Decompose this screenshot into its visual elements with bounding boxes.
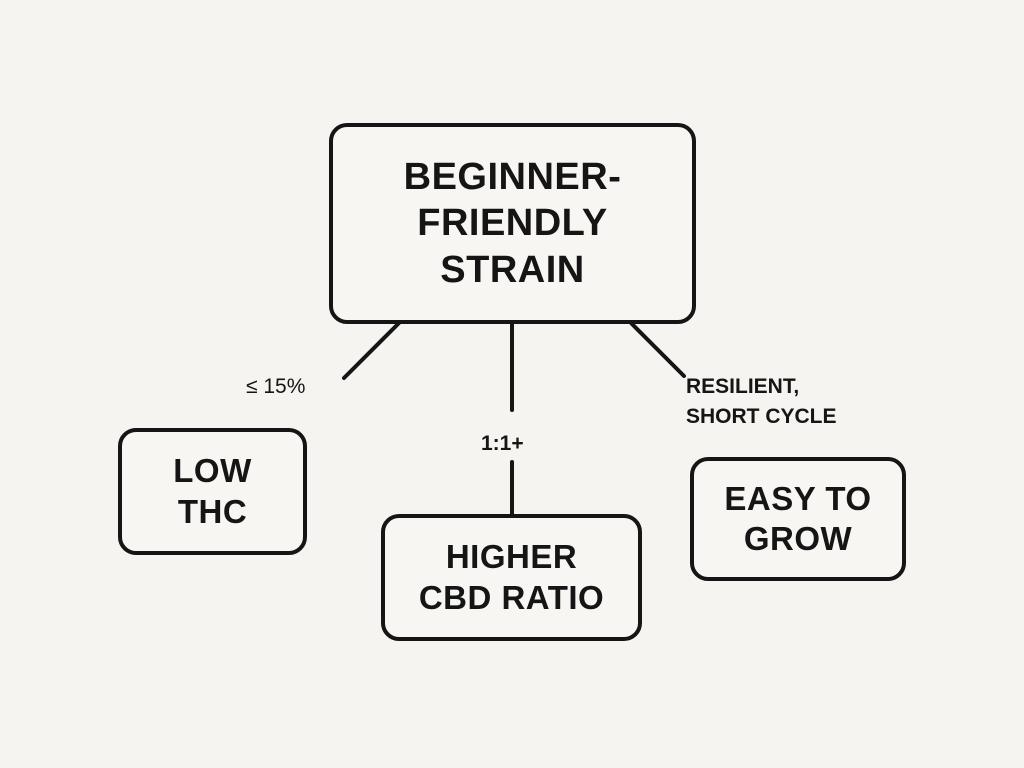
edge-label-cbd-ratio: 1:1+ (481, 432, 524, 455)
root-node-beginner-friendly-strain: BEGINNER- FRIENDLY STRAIN (329, 123, 696, 324)
connector-easy-to-grow (629, 321, 686, 378)
child-node-higher-cbd-ratio: HIGHER CBD RATIO (381, 514, 642, 641)
root-node-label: BEGINNER- FRIENDLY STRAIN (403, 155, 622, 291)
edge-label-thc-limit: ≤ 15% (246, 375, 306, 398)
edge-label-grow-traits: RESILIENT, SHORT CYCLE (686, 375, 837, 429)
child-node-label: LOW THC (173, 452, 252, 530)
child-node-label: EASY TO GROW (724, 479, 872, 557)
child-node-label: HIGHER CBD RATIO (418, 538, 605, 616)
child-node-low-thc: LOW THC (118, 428, 307, 555)
child-node-easy-to-grow: EASY TO GROW (690, 457, 906, 581)
connector-low-thc (342, 321, 401, 380)
